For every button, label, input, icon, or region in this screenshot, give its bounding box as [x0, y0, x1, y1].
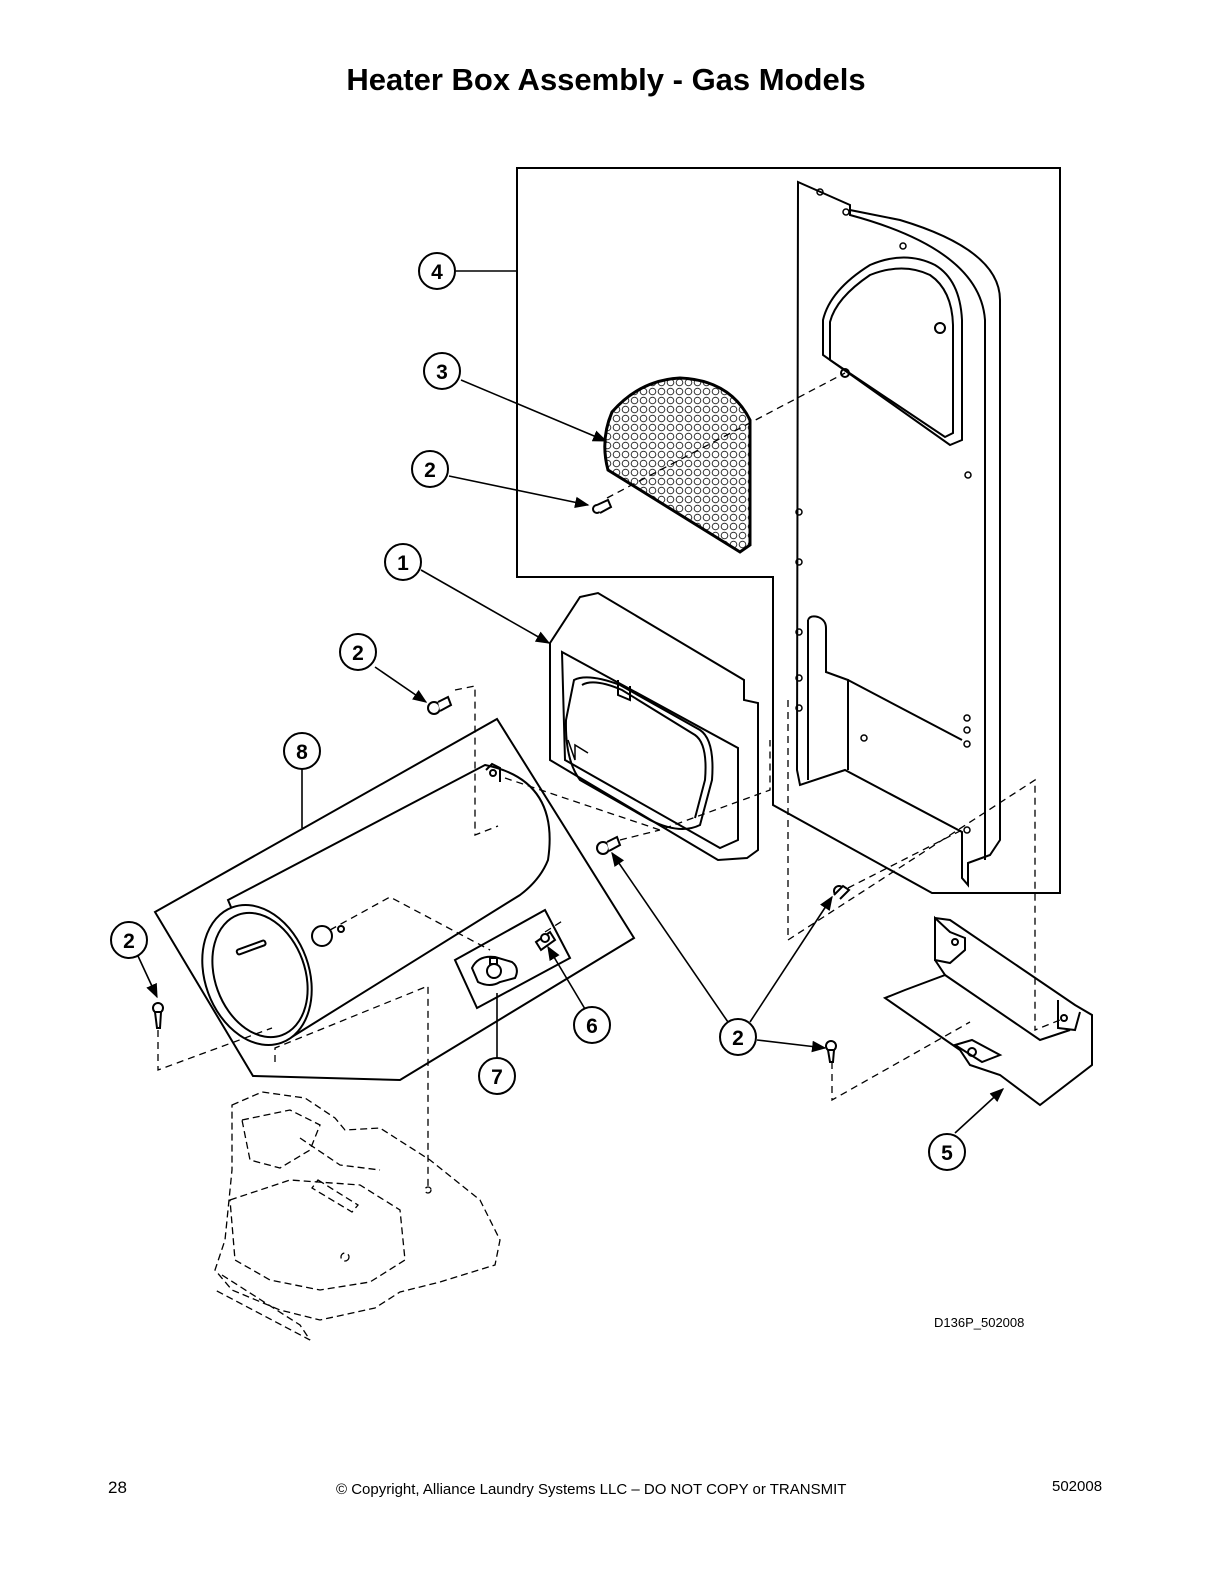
burner-housing-phantom — [214, 1091, 501, 1341]
screw-adapter — [596, 835, 622, 855]
item-8-group-outline — [153, 717, 636, 1082]
screw-tube-top — [427, 695, 453, 715]
hi-limit-thermostat — [470, 955, 518, 986]
drawing-code: D136P_502008 — [934, 1315, 1025, 1330]
callout-7-label: 7 — [491, 1066, 503, 1089]
callout-3: 3 — [423, 352, 461, 390]
item-4-group-outline — [516, 167, 1061, 894]
callout-2-label: 2 — [352, 642, 364, 665]
callout-2-bracket: 2 — [719, 1018, 757, 1056]
callout-2-screen: 2 — [411, 450, 449, 488]
thermostat-screw — [534, 930, 557, 952]
callout-7: 7 — [478, 1057, 516, 1095]
page-title: Heater Box Assembly - Gas Models — [346, 62, 866, 97]
callout-2-left: 2 — [110, 921, 148, 959]
callout-5: 5 — [928, 1133, 966, 1171]
callout-8-label: 8 — [296, 741, 308, 764]
leader-lines — [137, 270, 1005, 1134]
rear-duct-panel — [795, 180, 1001, 888]
screw-top-screen — [592, 498, 613, 514]
screw-bracket-upper — [833, 884, 851, 900]
callout-8: 8 — [283, 732, 321, 770]
burner-tube — [201, 762, 551, 1046]
callout-2-label: 2 — [123, 930, 135, 953]
assembly-lines — [157, 372, 1061, 1190]
callout-4: 4 — [418, 252, 456, 290]
callout-2-label: 2 — [424, 459, 436, 482]
duct-adapter — [549, 591, 759, 862]
callout-3-label: 3 — [436, 361, 448, 384]
page-number: 28 — [108, 1478, 127, 1497]
callout-1: 1 — [384, 543, 422, 581]
callout-2-tube: 2 — [339, 633, 377, 671]
callouts: 4 3 2 1 2 8 2 6 7 2 5 — [110, 252, 966, 1171]
callout-6-label: 6 — [586, 1015, 598, 1038]
mounting-bracket — [882, 915, 1093, 1107]
screws — [152, 498, 851, 1063]
callout-6: 6 — [573, 1006, 611, 1044]
screw-bracket-lower — [825, 1040, 837, 1063]
callout-5-label: 5 — [941, 1142, 953, 1165]
document-number: 502008 — [1052, 1478, 1103, 1495]
item-7-group-outline — [453, 908, 572, 1010]
callout-2-label: 2 — [732, 1027, 744, 1050]
screw-left — [152, 1002, 164, 1029]
callout-1-label: 1 — [397, 552, 409, 575]
copyright-notice: © Copyright, Alliance Laundry Systems LL… — [336, 1481, 847, 1498]
callout-4-label: 4 — [431, 261, 443, 284]
lint-screen — [603, 376, 752, 554]
